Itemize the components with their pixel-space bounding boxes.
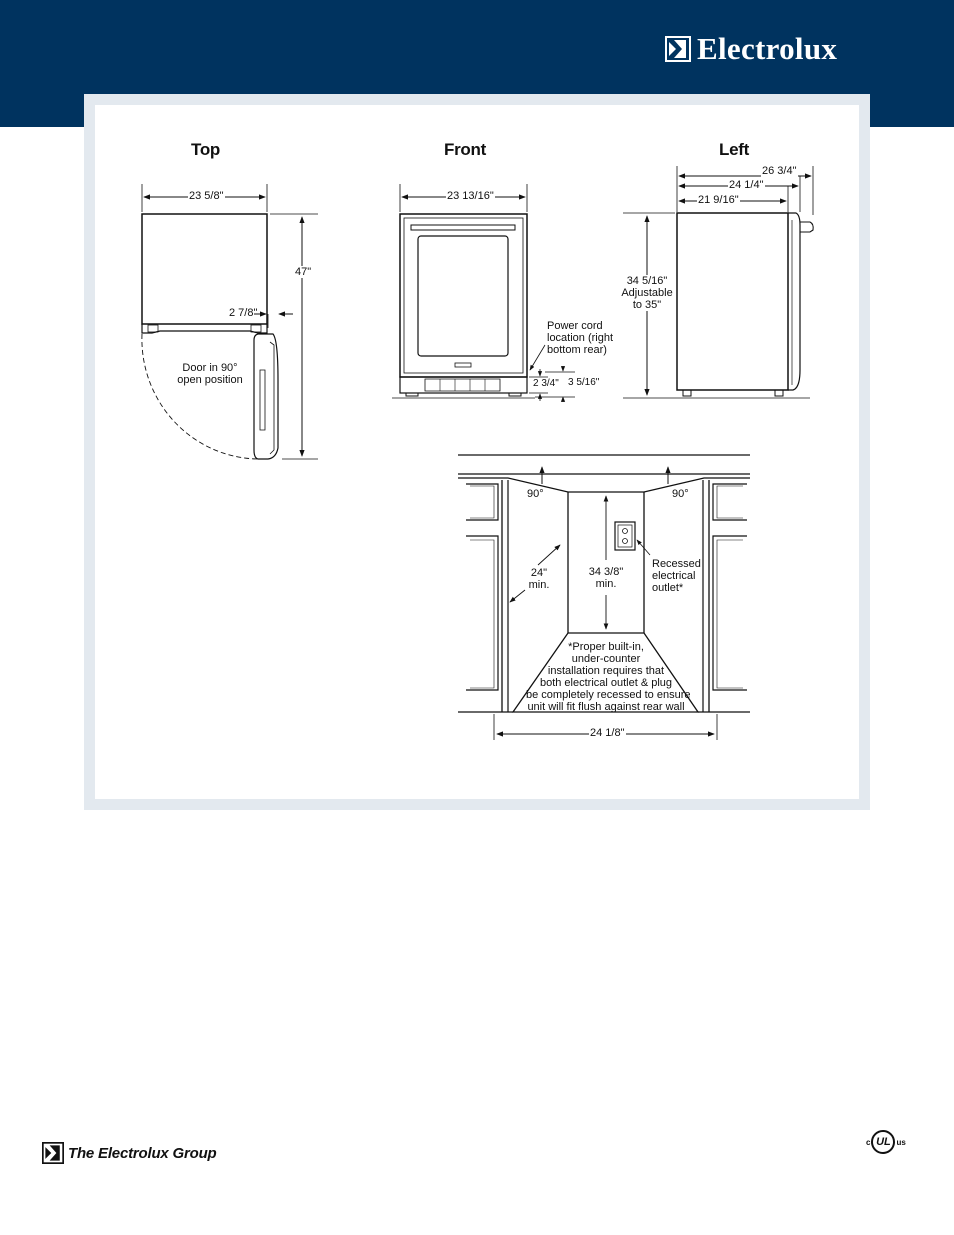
recessed-outlet-note: Recessed electrical outlet* — [652, 558, 701, 594]
door-open-note-line: open position — [177, 374, 243, 386]
top-view-drawing — [141, 184, 318, 460]
installation-note-line: both electrical outlet & plug — [539, 677, 673, 689]
power-cord-note-line: Power cord — [547, 320, 603, 332]
base-height-label: 3 5/16" — [567, 377, 601, 388]
drawing-panel — [95, 105, 859, 799]
ul-certification-mark: c UL us — [866, 1130, 906, 1154]
min-height-line: min. — [595, 578, 617, 590]
view-title-front: Front — [444, 140, 486, 159]
left-depth-overall-label: 26 3/4" — [761, 165, 798, 177]
left-height-label: 34 5/16" Adjustable to 35" — [618, 275, 676, 311]
view-title-top: Top — [191, 140, 220, 159]
recessed-outlet-note-line: Recessed — [652, 558, 701, 570]
left-depth-door-label: 24 1/4" — [728, 179, 765, 191]
front-view-drawing — [392, 184, 575, 402]
installation-note: *Proper built-in, under-counter installa… — [526, 641, 691, 713]
installation-note-line: be completely recessed to ensure — [526, 689, 691, 701]
min-height-line: 34 3/8" — [588, 566, 624, 578]
dimension-drawings — [141, 166, 814, 740]
left-height-line: Adjustable — [621, 287, 673, 299]
front-width-label: 23 13/16" — [446, 190, 495, 202]
top-door-offset-label: 2 7/8" — [229, 307, 258, 319]
ul-us-label: us — [896, 1137, 906, 1147]
installation-drawing — [458, 454, 750, 740]
min-depth-line: 24" — [530, 567, 548, 579]
electrolux-logo-icon — [665, 36, 691, 62]
top-depth-label: 47" — [294, 266, 313, 278]
ul-c-label: c — [866, 1137, 871, 1147]
recessed-outlet-note-line: electrical — [652, 570, 696, 582]
brand-logo: Electrolux — [665, 31, 837, 67]
installation-note-line: installation requires that — [547, 665, 665, 677]
ul-logo-icon: UL — [871, 1130, 896, 1154]
installation-note-line: unit will fit flush against rear wall — [527, 701, 685, 713]
door-open-note: Door in 90° open position — [172, 362, 248, 386]
electrolux-logo-icon — [42, 1142, 64, 1164]
min-depth-label: 24" min. — [524, 567, 554, 591]
min-depth-line: min. — [528, 579, 550, 591]
recessed-outlet-note-line: outlet* — [652, 582, 684, 594]
view-title-left: Left — [719, 140, 749, 159]
grille-height-label: 2 3/4" — [532, 378, 560, 389]
footer-group-logo: The Electrolux Group — [42, 1142, 217, 1164]
installation-note-line: *Proper built-in, — [568, 641, 644, 653]
top-width-label: 23 5/8" — [188, 190, 225, 202]
angle-right-label: 90° — [672, 488, 689, 500]
left-height-line: 34 5/16" — [626, 275, 668, 287]
footer-group-text: The Electrolux Group — [68, 1144, 217, 1162]
opening-width-label: 24 1/8" — [589, 727, 626, 739]
left-depth-cabinet-label: 21 9/16" — [697, 194, 740, 206]
door-open-note-line: Door in 90° — [182, 362, 238, 374]
installation-note-line: under-counter — [571, 653, 641, 665]
power-cord-note-line: bottom rear) — [547, 344, 607, 356]
brand-name: Electrolux — [697, 31, 838, 66]
power-cord-note: Power cord location (right bottom rear) — [547, 320, 613, 356]
angle-left-label: 90° — [527, 488, 544, 500]
power-cord-note-line: location (right — [547, 332, 614, 344]
min-height-label: 34 3/8" min. — [586, 566, 626, 590]
left-height-line: to 35" — [632, 299, 662, 311]
